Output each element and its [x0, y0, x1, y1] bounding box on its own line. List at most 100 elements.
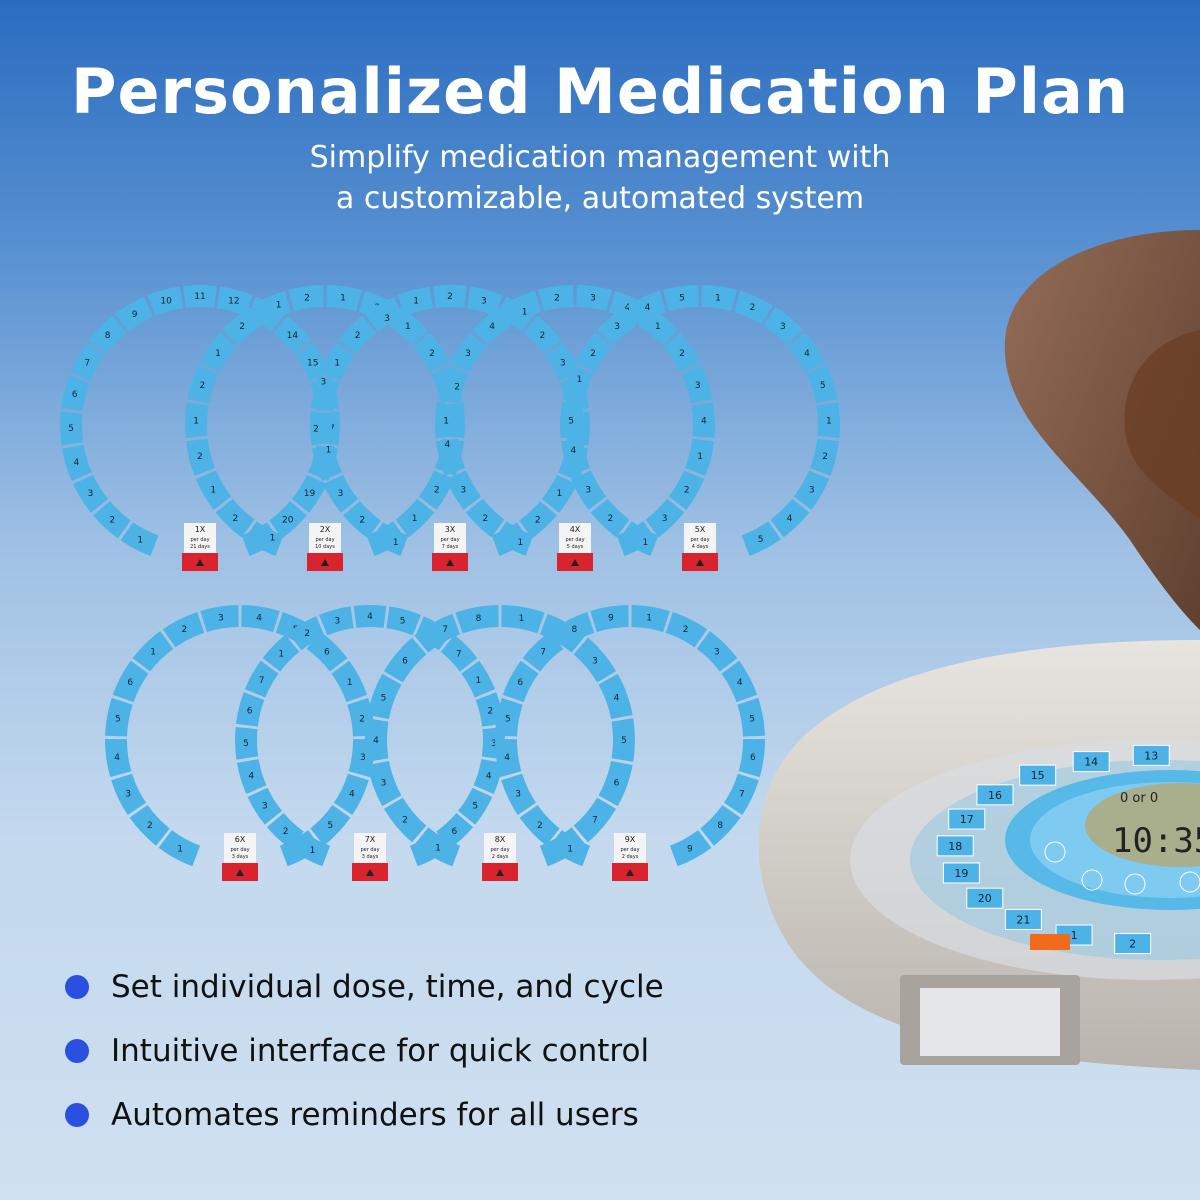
ring-segment: [681, 365, 713, 404]
ring-segment: [309, 411, 334, 446]
ring-segment-number: 1: [137, 535, 143, 545]
ring-segment: [573, 637, 617, 683]
device-ring-number: 18: [948, 840, 962, 853]
ring-segment: [501, 605, 545, 634]
ring-segment-number: 2: [608, 514, 614, 524]
ring-segment-number: 1: [522, 308, 528, 318]
ring-segment-number: 2: [304, 629, 310, 639]
ring-segment-number: 2: [283, 827, 289, 837]
minus-button[interactable]: [1044, 841, 1066, 863]
ring-segment: [413, 332, 451, 373]
ring-segment-number: 4: [445, 440, 451, 450]
device-lid: [1004, 230, 1200, 630]
subtitle-line-1: Simplify medication management with: [309, 140, 891, 175]
ring-segment-number: 3: [662, 514, 668, 524]
ring-segment-number: 4: [504, 753, 510, 763]
feature-text: Set individual dose, time, and cycle: [111, 969, 664, 1005]
ring-segment: [312, 444, 342, 482]
ring-segment-number: 1: [326, 446, 332, 456]
ring-segment-number: 6: [614, 778, 620, 788]
ring-frequency: 4X: [570, 525, 581, 534]
ring-label-tab: [309, 523, 341, 553]
ring-segment-number: 2: [197, 452, 203, 462]
ring-frequency: 8X: [495, 835, 506, 844]
ring-segment: [269, 501, 307, 539]
ring-segment: [323, 474, 359, 513]
ring-segment-number: 9: [608, 613, 614, 623]
ring-segment-number: 5: [621, 736, 627, 746]
ring-segment: [364, 296, 403, 332]
ring-segment: [631, 605, 670, 632]
ring-segment-number: 5: [381, 694, 387, 704]
triangle-icon: [696, 559, 704, 566]
ring-segment-number: 1: [393, 538, 399, 548]
device-ring-number: 1: [1071, 929, 1078, 942]
ring-segment: [461, 660, 496, 698]
ring-segment-number: 4: [804, 349, 810, 359]
ring-frequency: 6X: [235, 835, 246, 844]
ring-segment-number: 3: [780, 322, 786, 332]
ring-segment: [562, 365, 594, 404]
ring-segment-number: 10: [160, 297, 172, 307]
ring-segment: [816, 402, 840, 438]
ring-segment: [112, 660, 149, 703]
ring-segment-number: 5: [758, 535, 764, 545]
clock-button[interactable]: [1124, 873, 1146, 895]
ring-segment: [129, 805, 170, 846]
ring-segment-number: 2: [684, 486, 690, 496]
plus-button[interactable]: [1179, 871, 1200, 893]
ring-segment-number: 2: [488, 706, 494, 716]
ring-segment-number: 2: [359, 516, 365, 526]
ring-segment: [162, 611, 205, 648]
ring-segment: [217, 286, 253, 316]
ring-segment-number: 4: [74, 458, 80, 468]
ring-segment-number: 1: [340, 293, 346, 303]
ring-days: 2 days: [622, 854, 639, 860]
ring-segment: [495, 739, 522, 778]
ring-segment: [502, 660, 539, 703]
ring-segment: [367, 673, 402, 720]
ring-segment-number: 2: [454, 383, 460, 393]
ring-segment: [570, 470, 607, 510]
bullet-icon: [65, 1103, 89, 1127]
ring-segment: [665, 611, 708, 648]
ring-segment: [70, 342, 105, 381]
ring-segment-number: 5: [327, 821, 333, 831]
ring-segment-number: 11: [194, 292, 205, 302]
ring-segment: [733, 290, 773, 325]
ring-segment: [538, 285, 574, 312]
ring-segment-number: 1: [577, 375, 583, 385]
ring-segment: [183, 285, 217, 308]
ring-label-tab: [434, 523, 466, 553]
ring-segment-number: 4: [645, 303, 651, 313]
device-ring-segment: [1072, 751, 1110, 773]
ring-segment: [590, 605, 629, 632]
ring-segment: [473, 759, 504, 795]
ring-segment-number: 9: [132, 310, 138, 320]
ring-segment: [598, 673, 633, 720]
ring-segment-number: 2: [750, 303, 756, 313]
ring-segment-number: 1: [210, 486, 216, 496]
ring-segment-number: 4: [701, 416, 707, 426]
ring-segment: [331, 660, 368, 703]
ring-segment-number: 2: [147, 821, 153, 831]
ring-segment-number: 1: [655, 322, 661, 332]
ring-segment-number: 3: [384, 314, 390, 324]
ring-segment: [195, 470, 232, 510]
lcd-display: [1085, 783, 1200, 867]
ring-segment-number: 6: [402, 656, 408, 666]
triangle-icon: [496, 869, 504, 876]
ring-segment: [88, 315, 127, 354]
ring-segment: [435, 438, 466, 476]
set-button[interactable]: [1081, 869, 1103, 891]
ring-segment-number: 2: [590, 349, 596, 359]
ring-segment: [320, 342, 355, 381]
ring-segment: [199, 332, 237, 373]
ring-segment-number: 19: [304, 489, 316, 499]
device-ring-segment: [936, 835, 974, 857]
device-ring-segment: [948, 808, 986, 830]
ring-segment-number: 4: [248, 772, 254, 782]
device-ring-segment: [1132, 744, 1170, 766]
